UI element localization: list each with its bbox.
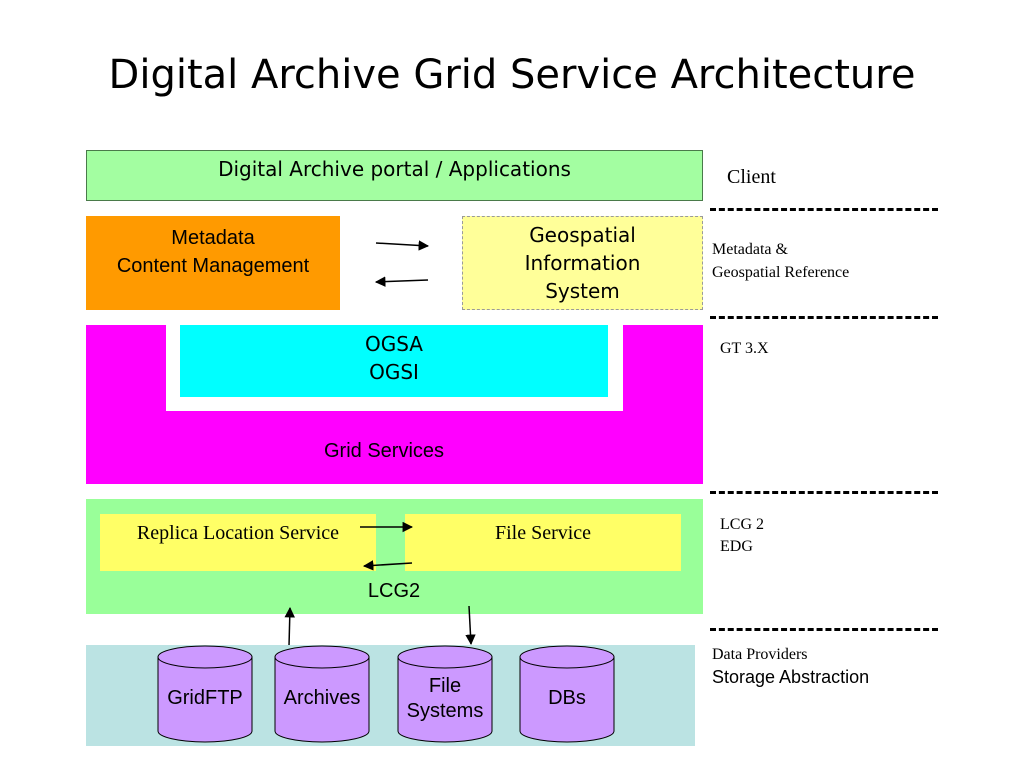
layer-divider-lcg (710, 628, 938, 631)
rls-file-service-arrows (360, 521, 414, 571)
gis-line3: System (545, 279, 620, 303)
replica-location-service-box: Replica Location Service (100, 514, 376, 571)
archives-cylinder: Archives (274, 645, 370, 743)
data-providers-label: Data Providers (712, 646, 808, 663)
archives-label: Archives (283, 687, 361, 709)
lcg2-label: LCG2 (367, 580, 421, 602)
client-layer-label: Client (727, 166, 776, 188)
metadata-content-management-box: Metadata Content Management (86, 216, 340, 310)
dbs-cylinder: DBs (519, 645, 615, 743)
database-cylinder-icon (519, 645, 615, 743)
grid-services-label: Grid Services (323, 440, 445, 462)
file-service-label: File Service (494, 522, 592, 544)
portal-applications-label: Digital Archive portal / Applications (218, 157, 571, 181)
metadata-label-line2: Geospatial Reference (712, 264, 850, 281)
ogsi-label: OGSI (369, 360, 419, 384)
metadata-line1: Metadata (171, 227, 255, 249)
ogsa-ogsi-box: OGSA OGSI (180, 325, 608, 397)
file-systems-line2: Systems (406, 700, 484, 722)
file-service-box: File Service (405, 514, 681, 571)
metadata-layer-label: Metadata & Geospatial Reference (712, 238, 849, 284)
arrow-right-icon (375, 240, 430, 251)
layer-divider-grid (710, 491, 938, 494)
storage-abstraction-label: Storage Abstraction (712, 667, 870, 687)
gis-line2: Information (524, 251, 641, 275)
metadata-label-line1: Metadata & (712, 241, 788, 258)
arrow-left-icon (374, 276, 429, 287)
database-cylinder-icon (157, 645, 253, 743)
database-cylinder-icon (274, 645, 370, 743)
page-title: Digital Archive Grid Service Architectur… (108, 52, 916, 98)
metadata-line2: Content Management (116, 255, 310, 277)
database-cylinder-icon (397, 645, 493, 743)
ogsa-label: OGSA (365, 332, 423, 356)
metadata-gis-arrows (374, 240, 430, 287)
arrow-up-icon (284, 606, 295, 647)
file-systems-cylinder: File Systems (397, 645, 493, 743)
portal-applications-box: Digital Archive portal / Applications (86, 150, 703, 201)
layer-divider-client (710, 208, 938, 211)
lcg-layer-label: LCG 2 EDG (720, 514, 764, 558)
lcg-storage-arrows (284, 605, 476, 647)
geospatial-information-system-box: Geospatial Information System (462, 216, 703, 310)
gridftp-cylinder: GridFTP (157, 645, 253, 743)
replica-location-service-label: Replica Location Service (136, 522, 340, 544)
dbs-label: DBs (548, 687, 586, 709)
gridftp-label: GridFTP (167, 687, 243, 709)
file-systems-line1: File (428, 675, 462, 697)
storage-layer-label: Data Providers Storage Abstraction (712, 645, 869, 689)
lcg-label-line1: LCG 2 (720, 516, 764, 533)
layer-divider-metadata (710, 316, 938, 319)
arrow-down-icon (465, 605, 476, 646)
grid-layer-label: GT 3.X (720, 340, 769, 357)
lcg-label-line2: EDG (720, 538, 753, 555)
gis-line1: Geospatial (529, 223, 636, 247)
arrow-left-icon (362, 560, 413, 571)
